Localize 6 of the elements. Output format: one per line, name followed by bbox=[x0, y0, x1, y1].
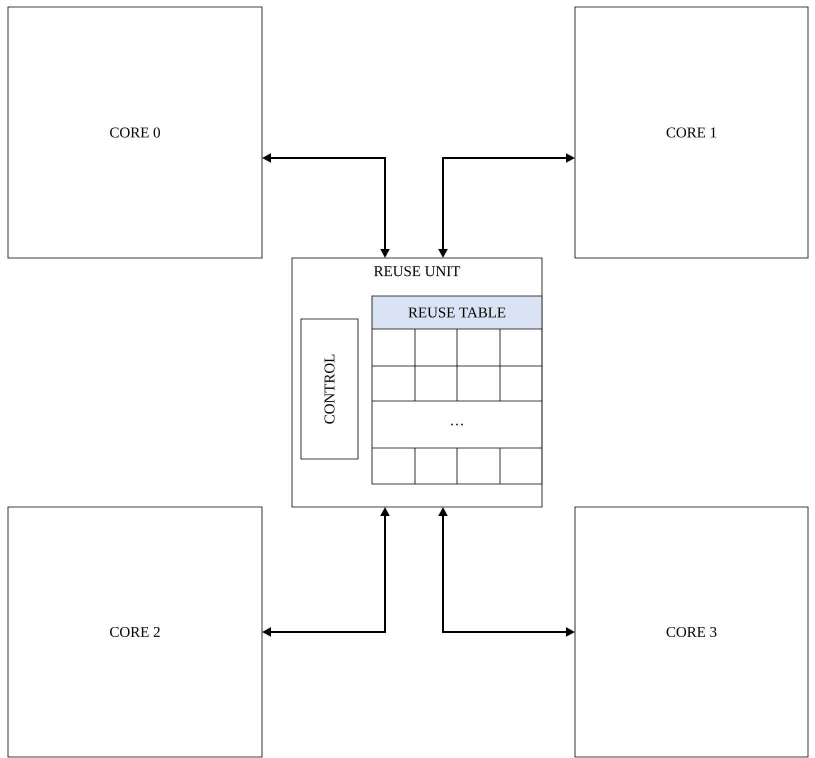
core-box: CORE 2 bbox=[8, 506, 262, 758]
core-box: CORE 1 bbox=[574, 6, 808, 258]
reuse-table: REUSE TABLE … bbox=[372, 296, 542, 484]
control-box: CONTROL bbox=[300, 318, 358, 460]
core-box: CORE 0 bbox=[8, 6, 262, 258]
core-box: CORE 3 bbox=[574, 506, 808, 758]
